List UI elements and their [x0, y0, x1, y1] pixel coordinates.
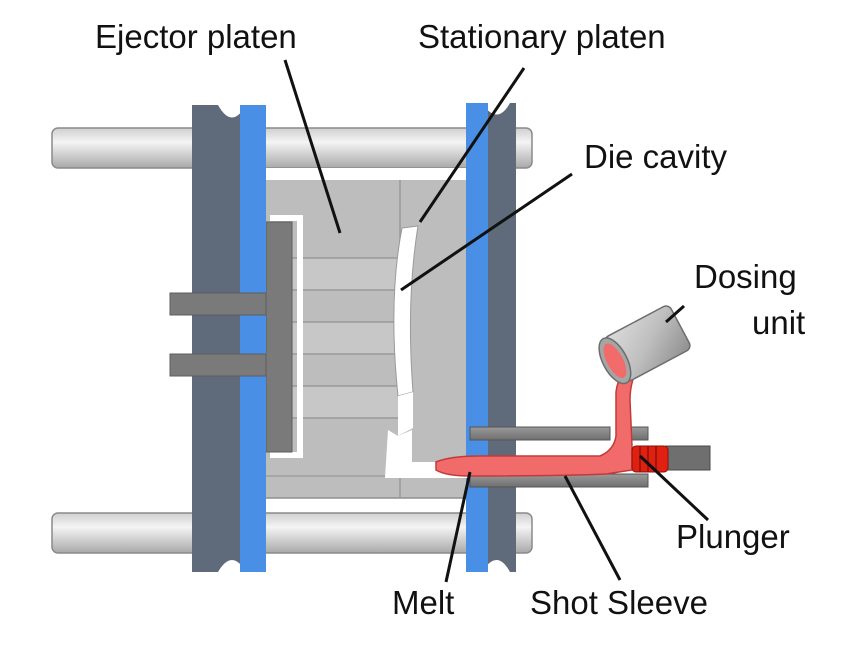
tie-bar-bottom	[51, 512, 533, 554]
stationary-platen	[466, 103, 516, 572]
plunger	[631, 445, 711, 473]
label-dosing-unit-line1: Dosing	[694, 258, 797, 295]
dosing-unit	[598, 305, 691, 385]
label-die-cavity: Die cavity	[584, 138, 728, 175]
label-melt: Melt	[392, 584, 454, 621]
label-ejector-platen: Ejector platen	[95, 18, 297, 55]
label-shot-sleeve: Shot Sleeve	[530, 584, 708, 621]
ejector-rods	[169, 292, 267, 377]
ejector-platen	[192, 105, 266, 572]
leader-lines	[283, 59, 710, 583]
label-plunger: Plunger	[676, 518, 790, 555]
ejector-box	[265, 215, 303, 458]
die-cavity	[385, 225, 440, 478]
label-stationary-platen: Stationary platen	[418, 18, 666, 55]
label-dosing-unit-line2: unit	[752, 304, 805, 341]
